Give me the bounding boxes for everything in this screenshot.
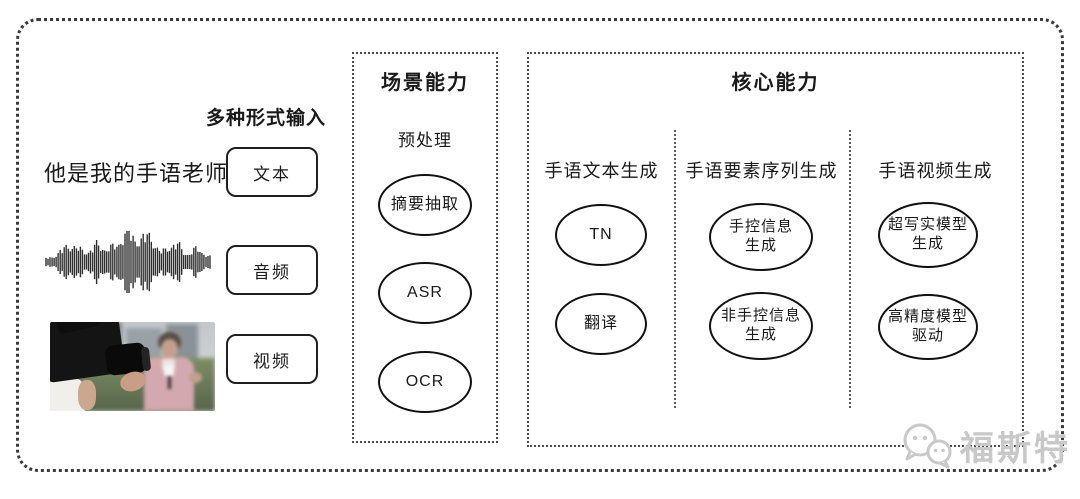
- column-header-sign-elements: 手语要素序列生成: [685, 161, 838, 181]
- capability-ellipse-high-precision-drive: 高精度模型驱动: [878, 294, 978, 360]
- modality-box-audio: 音频: [226, 245, 318, 295]
- outer-dotted-border: [16, 18, 1064, 472]
- capability-ellipse-tn: TN: [555, 204, 647, 266]
- column-divider: [849, 130, 851, 408]
- capability-ellipse-translation: 翻译: [555, 293, 647, 355]
- capability-ellipse-asr: ASR: [378, 262, 472, 324]
- capability-ellipse-hyperreal-model: 超写实模型生成: [878, 202, 978, 268]
- modality-label: 文本: [253, 164, 291, 184]
- input-section-label: 多种形式输入: [206, 108, 327, 129]
- column-divider: [674, 130, 676, 408]
- watermark: 福斯特: [898, 419, 1071, 471]
- modality-box-video: 视频: [226, 334, 318, 384]
- capability-ellipse-ocr: OCR: [378, 351, 472, 413]
- capability-ellipse-summary-extraction: 摘要抽取: [378, 174, 472, 236]
- reporter-figure: [142, 332, 202, 411]
- interview-video-thumbnail: [50, 322, 215, 411]
- capability-ellipse-manual-info: 手控信息生成: [709, 203, 813, 271]
- audio-waveform-icon: [44, 228, 212, 296]
- sample-sentence: 他是我的手语老师: [44, 161, 229, 186]
- camera-silhouette: [50, 322, 215, 411]
- core-box-title: 核心能力: [731, 72, 820, 94]
- preprocess-label: 预处理: [398, 131, 452, 150]
- scene-box-title: 场景能力: [381, 72, 469, 94]
- wechat-bubbles-icon: [903, 423, 952, 469]
- watermark-text: 福斯特: [960, 429, 1071, 468]
- modality-box-text: 文本: [226, 147, 318, 197]
- modality-label: 视频: [253, 351, 291, 371]
- modality-label: 音频: [253, 262, 291, 282]
- capability-ellipse-non-manual-info: 非手控信息生成: [709, 292, 813, 360]
- column-header-sign-text: 手语文本生成: [544, 161, 659, 181]
- column-header-sign-video: 手语视频生成: [878, 161, 993, 181]
